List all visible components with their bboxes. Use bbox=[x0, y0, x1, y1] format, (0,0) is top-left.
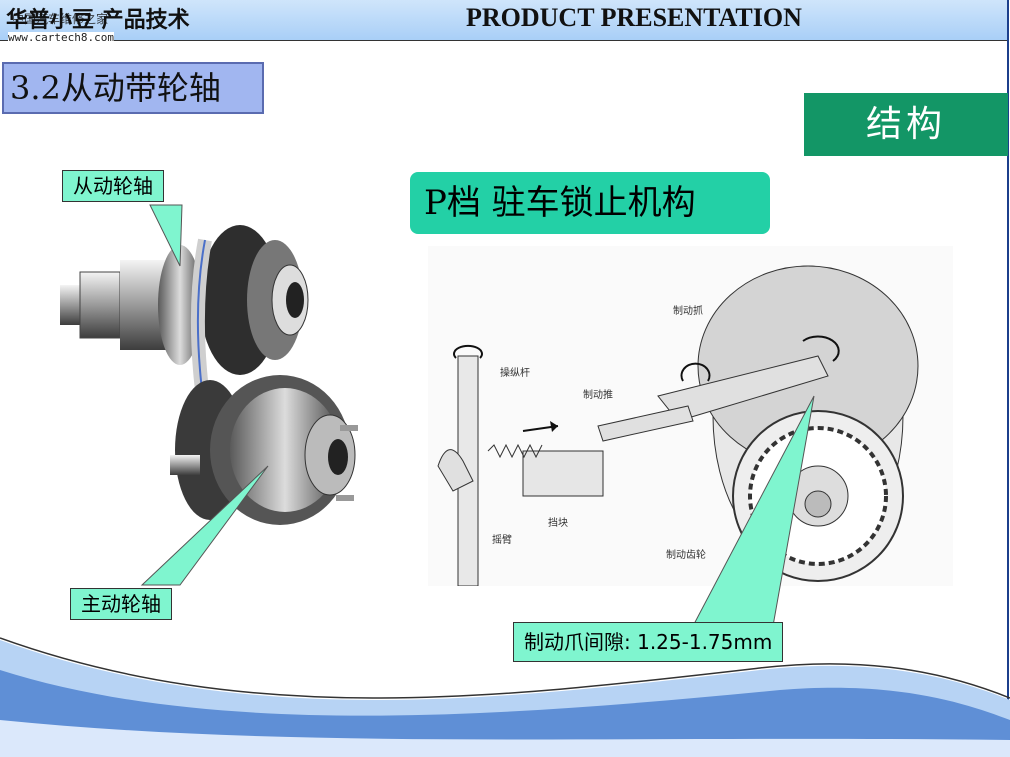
footer-wave-decoration bbox=[0, 637, 1010, 757]
callout-pawl-gap: 制动爪间隙: 1.25-1.75mm bbox=[513, 622, 784, 662]
brand-title: 华普小豆 产品技术 bbox=[6, 7, 190, 33]
label-lever: 操纵杆 bbox=[500, 366, 530, 379]
presentation-title: PRODUCT PRESENTATION bbox=[466, 3, 802, 32]
header-bar: 中国汽车维修之家 华普小豆 产品技术 www.cartech8.com PROD… bbox=[0, 0, 1008, 44]
structure-tag: 结构 bbox=[804, 93, 1008, 156]
label-park-gear: 制动齿轮 bbox=[666, 548, 706, 561]
label-rocker-arm: 摇臂 bbox=[492, 533, 512, 546]
callout-driven-shaft: 从动轮轴 bbox=[62, 170, 164, 202]
callout-drive-shaft: 主动轮轴 bbox=[70, 588, 172, 620]
right-border-line bbox=[1007, 0, 1009, 757]
section-title: 3.2从动带轮轴 bbox=[2, 62, 264, 114]
label-push: 制动推 bbox=[583, 388, 613, 401]
parking-lock-diagram: 制动抓 操纵杆 制动推 挡块 摇臂 制动齿轮 bbox=[428, 246, 953, 586]
label-stop-block: 挡块 bbox=[548, 516, 568, 529]
watermark-cn: 中国汽车维修之家 bbox=[12, 12, 109, 26]
label-pawl: 制动抓 bbox=[673, 304, 703, 317]
p-gear-title: P档 驻车锁止机构 bbox=[410, 172, 770, 234]
watermark-url: www.cartech8.com bbox=[8, 31, 114, 44]
pulley-illustration bbox=[60, 225, 358, 525]
